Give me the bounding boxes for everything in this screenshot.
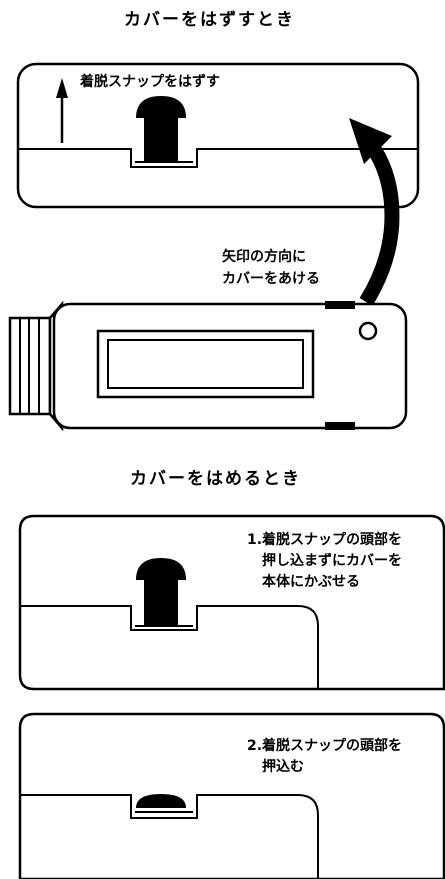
heading-remove-cover: カバーをはずすとき <box>124 10 295 30</box>
up-arrow-icon <box>56 78 68 143</box>
panel-remove-cover <box>16 62 420 209</box>
panel-attach-step1 <box>18 514 445 691</box>
snap-stem <box>144 115 178 163</box>
display-window-inner <box>107 339 304 389</box>
device-button <box>358 321 378 341</box>
curved-open-arrow-icon <box>349 118 400 306</box>
cover-latch-top <box>325 301 355 309</box>
cover-latch-bottom <box>325 422 355 430</box>
snap-head-pressed <box>136 794 186 808</box>
snap-head <box>136 96 186 118</box>
step2-text-line2: 押込む <box>262 759 304 775</box>
heading-attach-cover: カバーをはめるとき <box>130 469 301 489</box>
step1-text-line3: 本体にかぶせる <box>262 574 360 590</box>
panel-attach-step2 <box>18 712 445 879</box>
step1-text-line1: 1.着脱スナップの頭部を <box>247 532 403 548</box>
caption-arrow-line2: カバーをあける <box>222 271 320 287</box>
step1-text-line2: 押し込まずにカバーを <box>262 553 402 569</box>
snap-stem <box>144 578 178 626</box>
snap-head <box>136 558 186 580</box>
caption-snap-release: 着脱スナップをはずす <box>80 74 220 90</box>
device-body <box>8 300 408 432</box>
caption-arrow-line1: 矢印の方向に <box>222 249 306 265</box>
step2-text-line1: 2.着脱スナップの頭部を <box>247 738 403 754</box>
